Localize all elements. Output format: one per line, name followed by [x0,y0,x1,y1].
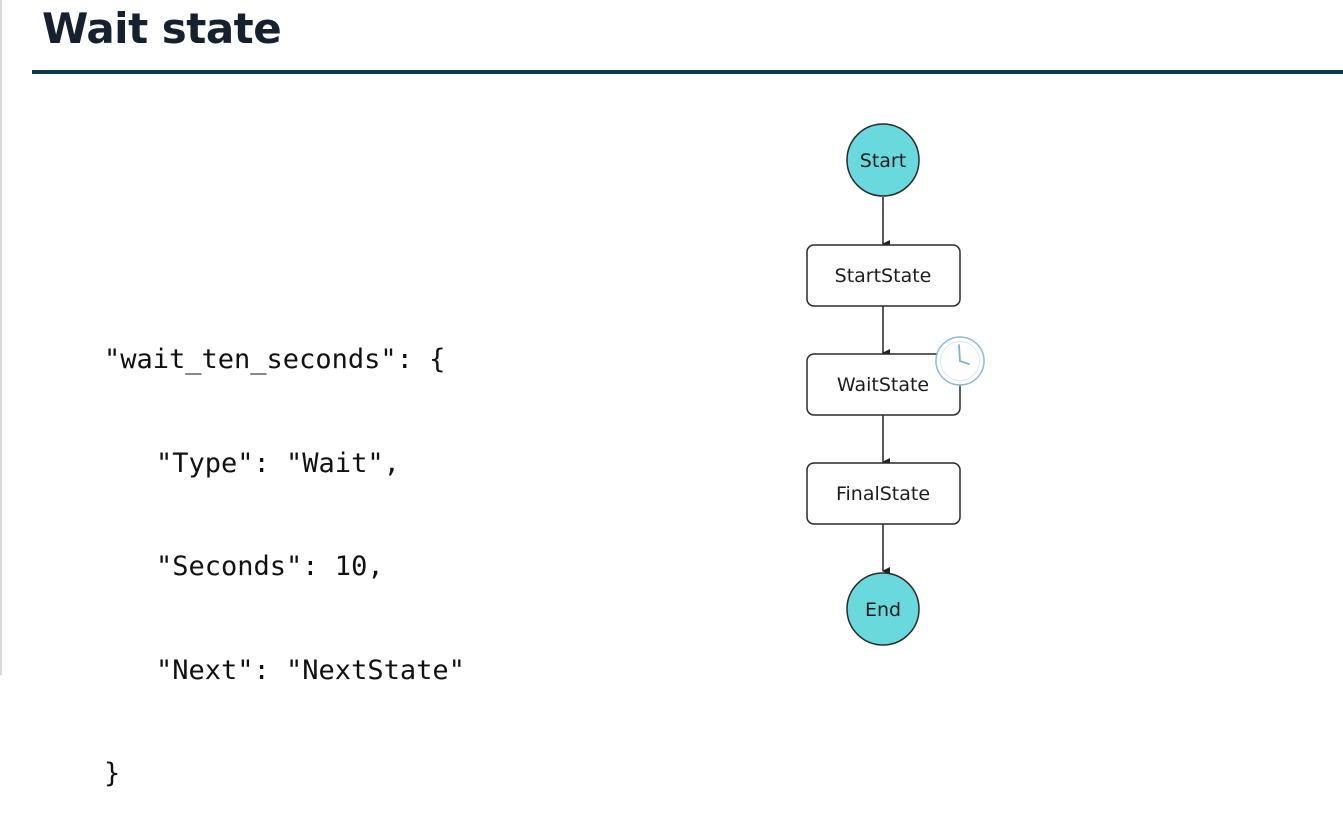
code-line-type: "Type": "Wait", [156,447,400,479]
startstate-node-label: StartState [835,265,932,287]
finalstate-node-label: FinalState [836,483,930,505]
code-line-close: } [104,758,121,789]
state-machine-diagram: Start StartState WaitState FinalState En… [806,123,985,646]
code-line-open: "wait_ten_seconds": { [104,344,446,375]
slide-left-edge [0,0,2,675]
waitstate-node: WaitState [806,353,961,416]
title-divider [32,70,1343,74]
startstate-node: StartState [806,244,961,307]
start-node: Start [846,123,920,197]
waitstate-node-label: WaitState [837,374,929,396]
finalstate-node: FinalState [806,462,961,525]
end-node-label: End [865,599,901,621]
start-node-label: Start [860,150,906,172]
code-line-seconds: "Seconds": 10, [156,551,384,582]
clock-icon [935,336,985,386]
end-node: End [846,572,920,646]
page-title: Wait state [42,4,282,53]
